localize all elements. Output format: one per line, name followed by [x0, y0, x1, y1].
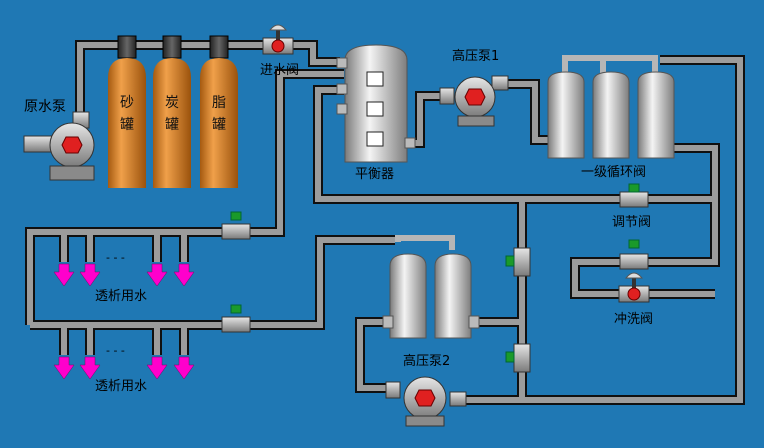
inlet-valve-label: 进水阀: [260, 63, 300, 78]
balancer-label: 平衡器: [355, 167, 395, 182]
valve-red-indicator-icon: [271, 39, 285, 53]
tank-label-char: 罐: [120, 117, 134, 133]
pipe-balancer-to-hp1: [405, 91, 444, 148]
tank-sand-label: 砂 罐: [117, 92, 137, 136]
outlet-arrow-icon: [53, 356, 75, 380]
raw-water-pump[interactable]: [23, 111, 95, 181]
tank-sand: [108, 35, 146, 188]
tank-carbon-label: 炭 罐: [162, 92, 182, 136]
tank-resin-label: 脂 罐: [209, 92, 229, 136]
pipe-hp1-to-ro1: [506, 79, 548, 145]
permeate-outlets-1: [53, 263, 195, 287]
tank-label-char: 砂: [120, 95, 134, 111]
flush-valve-label: 冲洗阀: [614, 312, 654, 327]
flush-valve[interactable]: [618, 272, 650, 303]
valve-red-indicator-icon: [627, 287, 641, 301]
inlet-valve[interactable]: [262, 24, 294, 55]
high-pump-2-label: 高压泵2: [403, 354, 451, 369]
pump-indicator-icon: [414, 389, 436, 407]
outlet-arrow-icon: [146, 356, 168, 380]
tank-carbon: [153, 35, 191, 188]
branch-valve-upper[interactable]: [505, 247, 531, 277]
primary-loop-valve-label: 一级循环阀: [581, 165, 647, 180]
outlet-arrow-icon: [53, 263, 75, 287]
outlet-arrow-icon: [79, 356, 101, 380]
ro-membranes-stage-1: [547, 55, 675, 159]
permeate-outlets-2: [53, 356, 195, 380]
outlet-arrow-icon: [173, 263, 195, 287]
ellipsis-2: - - -: [106, 344, 125, 357]
pipe-hp2-inlet: [355, 317, 390, 393]
pipe-distribution-2: [30, 235, 395, 330]
regulating-valve[interactable]: [619, 239, 649, 270]
primary-loop-valve[interactable]: [619, 183, 649, 208]
raw-pump-label: 原水泵: [24, 99, 66, 115]
permeate-label-2: 透析用水: [95, 379, 148, 394]
outlet-arrow-icon: [79, 263, 101, 287]
pump-indicator-icon: [61, 136, 83, 154]
permeate-label-1: 透析用水: [95, 289, 148, 304]
outlet-arrow-icon: [173, 356, 195, 380]
balancer-vessel: [336, 44, 416, 163]
high-pressure-pump-2[interactable]: [385, 376, 467, 427]
high-pressure-pump-1[interactable]: [439, 75, 509, 127]
tank-label-char: 脂: [212, 95, 226, 111]
pump-indicator-icon: [464, 88, 486, 106]
outlet-arrow-icon: [146, 263, 168, 287]
tank-label-char: 炭: [165, 95, 179, 111]
distribution-valve-2[interactable]: [221, 304, 251, 333]
regulating-valve-label: 调节阀: [612, 215, 652, 230]
distribution-valve-1[interactable]: [221, 211, 251, 240]
tank-label-char: 罐: [212, 117, 226, 133]
ro-membranes-stage-2: [382, 235, 480, 339]
branch-valve-lower[interactable]: [505, 343, 531, 373]
high-pump-1-label: 高压泵1: [452, 49, 500, 64]
ellipsis-1: - - -: [106, 251, 125, 264]
tank-resin: [200, 35, 238, 188]
tank-label-char: 罐: [165, 117, 179, 133]
